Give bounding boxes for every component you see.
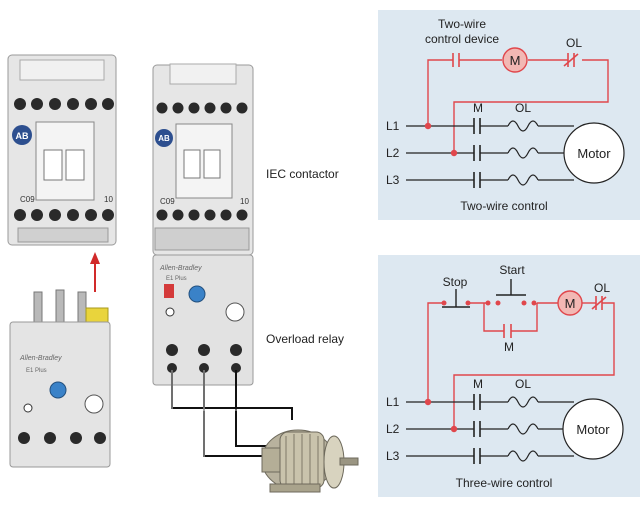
two-wire-junction-l2: [450, 149, 458, 157]
three-wire-ol-contact-label: OL: [594, 281, 610, 295]
motor-photo: [261, 429, 359, 493]
device-photos: AB C09 10 Allen-Bradley E1 Plus: [7, 54, 359, 493]
three-wire-motor-label: Motor: [576, 422, 610, 437]
seal-in-label: M: [504, 340, 514, 354]
contactor-aux-left: 10: [104, 195, 113, 204]
two-wire-power-lines: [406, 120, 574, 186]
two-wire-coil-icon: [502, 47, 528, 73]
brand-script-center: Allen-Bradley: [159, 265, 202, 272]
contactor-model-center: C09: [160, 197, 175, 206]
start-button-icon: [485, 279, 537, 306]
three-wire-l1: L1: [386, 395, 400, 409]
three-wire-coil-label: M: [565, 296, 576, 311]
three-wire-m-label: M: [473, 377, 483, 391]
three-wire-power-lines: [406, 396, 574, 462]
two-wire-l2: L2: [386, 146, 400, 160]
two-wire-device-contact-icon: [452, 53, 460, 67]
start-label: Start: [499, 263, 525, 277]
two-wire-m-contacts: [473, 118, 481, 188]
two-wire-motor-icon: [563, 122, 625, 184]
motor-wires: [171, 370, 293, 459]
ab-logo-icon-center: [155, 129, 173, 147]
iec-contactor-label: IEC contactor: [266, 167, 339, 181]
three-wire-coil-icon: [557, 290, 583, 316]
three-wire-junction-l1: [424, 398, 432, 406]
three-wire-motor-icon: [562, 398, 624, 460]
three-wire-caption: Three-wire control: [456, 476, 553, 490]
stop-button-icon: [441, 289, 471, 308]
two-wire-l1: L1: [386, 119, 400, 133]
two-wire-diagram: Two-wire control device M OL M OL L1 L2: [386, 17, 625, 213]
three-wire-m-contacts: [473, 394, 481, 464]
contactor-model-left: C09: [20, 195, 35, 204]
two-wire-control-circuit: [427, 59, 609, 153]
two-wire-junction-l1: [424, 122, 432, 130]
overload-relay-photo-left: Allen-Bradley E1 Plus: [9, 289, 111, 468]
three-wire-ol-label: OL: [515, 377, 531, 391]
contactor-assembly-photo: AB C09 10 Allen-Bradley E1 Plus: [152, 63, 254, 386]
two-wire-caption: Two-wire control: [460, 199, 547, 213]
three-wire-ol-contact-icon: [591, 296, 607, 310]
two-wire-ol-contact-icon: [563, 53, 579, 67]
overload-relay-label: Overload relay: [266, 332, 345, 346]
two-wire-ol-label: OL: [515, 101, 531, 115]
two-wire-coil-label: M: [510, 53, 521, 68]
three-wire-panel: Stop Start OL M M M OL: [378, 255, 640, 497]
three-wire-l2: L2: [386, 422, 400, 436]
two-wire-l3: L3: [386, 173, 400, 187]
two-wire-ol-contact-label: OL: [566, 36, 582, 50]
two-wire-device-label-2: control device: [425, 32, 499, 46]
assembly-arrow-icon: [90, 252, 100, 292]
contactor-photo-left: AB C09 10: [7, 54, 117, 246]
two-wire-m-label: M: [473, 101, 483, 115]
three-wire-control-circuit: [427, 302, 615, 429]
ab-logo-icon: [12, 125, 32, 145]
product-name-left: E1 Plus: [26, 368, 47, 374]
ab-logo-text: AB: [16, 131, 29, 141]
three-wire-l3: L3: [386, 449, 400, 463]
stop-label: Stop: [443, 275, 468, 289]
three-wire-diagram: Stop Start OL M M M OL: [386, 263, 624, 490]
ab-logo-text-center: AB: [158, 134, 170, 143]
product-name-center: E1 Plus: [166, 276, 187, 282]
brand-script-left: Allen-Bradley: [19, 355, 62, 362]
seal-in-contact-icon: [503, 324, 512, 338]
two-wire-motor-label: Motor: [577, 146, 611, 161]
two-wire-device-label-1: Two-wire: [438, 17, 486, 31]
two-wire-panel: Two-wire control device M OL M OL L1 L2: [378, 10, 640, 220]
three-wire-junction-l2: [450, 425, 458, 433]
contactor-aux-center: 10: [240, 197, 249, 206]
